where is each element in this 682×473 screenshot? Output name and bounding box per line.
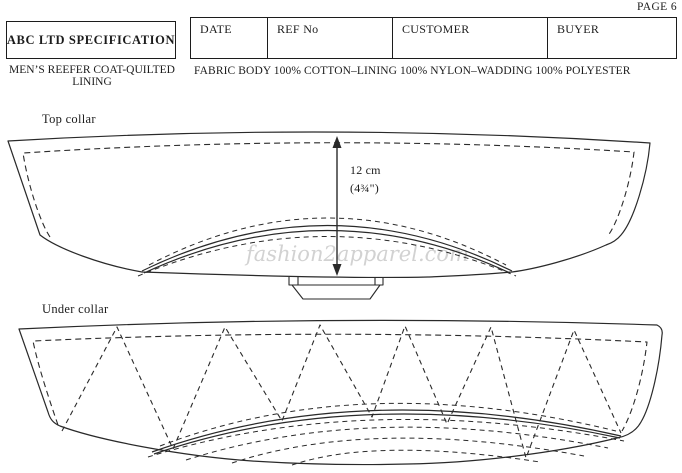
- top-collar-outline: [7, 131, 651, 279]
- under-collar-quilt-zigzag: [61, 324, 622, 459]
- spec-title-box: ABC LTD SPECIFICATION: [6, 21, 176, 59]
- top-collar-label: Top collar: [42, 112, 96, 126]
- under-collar-outline: [18, 319, 663, 466]
- table-cell-ref-no: REF No: [268, 18, 393, 58]
- arrow-down-head-icon: [332, 264, 342, 276]
- under-collar-wadding-arcs: [185, 426, 609, 466]
- spec-table: DATE REF No CUSTOMER BUYER: [190, 17, 677, 59]
- arrow-up-head-icon: [332, 136, 342, 148]
- fabric-composition-note: FABRIC BODY 100% COTTON–LINING 100% NYLO…: [194, 65, 631, 77]
- spec-title: ABC LTD SPECIFICATION: [6, 32, 176, 47]
- page-number: PAGE 6: [637, 1, 677, 13]
- top-collar-drawing: [7, 131, 651, 300]
- under-collar-stand-stitch-dashed: [147, 402, 625, 458]
- top-collar-stand-stitch-dashed: [137, 217, 517, 277]
- dimension-value-metric: 12 cm: [350, 163, 381, 177]
- dimension-arrow: [332, 136, 342, 276]
- table-cell-buyer: BUYER: [557, 22, 600, 36]
- dimension-value-imperial: (4¾"): [350, 181, 379, 195]
- under-collar-drawing: [18, 319, 663, 466]
- table-cell-date: DATE: [191, 18, 268, 58]
- hanger-tab: [288, 277, 384, 300]
- top-collar-seam-dashed: [22, 142, 635, 238]
- table-cell-customer: CUSTOMER: [393, 18, 548, 58]
- under-collar-seam-dashed: [32, 333, 648, 432]
- top-collar-stand-stitch-solid: [141, 224, 513, 274]
- under-collar-stand-stitch-solid: [151, 409, 622, 455]
- under-collar-label: Under collar: [42, 302, 109, 316]
- garment-title: MEN’S REEFER COAT-QUILTED LINING: [9, 64, 175, 89]
